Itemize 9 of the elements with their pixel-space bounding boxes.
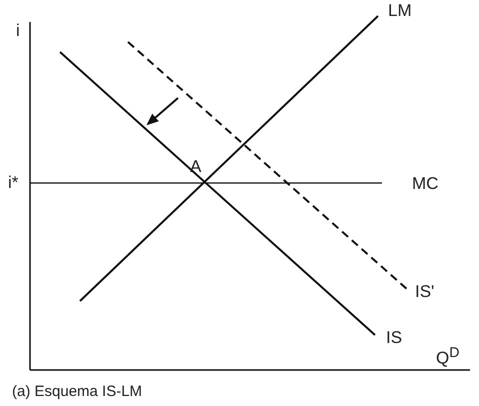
curve-label: LM bbox=[388, 2, 412, 19]
point-label: A bbox=[190, 158, 202, 175]
axis-label: Q$^{D}$ bbox=[436, 346, 460, 367]
curve-label: MC bbox=[412, 175, 438, 192]
figure-caption: (a) Esquema IS-LM bbox=[12, 383, 142, 400]
axis-label: i bbox=[16, 22, 20, 39]
curve-label: IS' bbox=[415, 283, 434, 300]
axis-label: i* bbox=[8, 174, 18, 191]
curve-label: IS bbox=[386, 329, 402, 346]
